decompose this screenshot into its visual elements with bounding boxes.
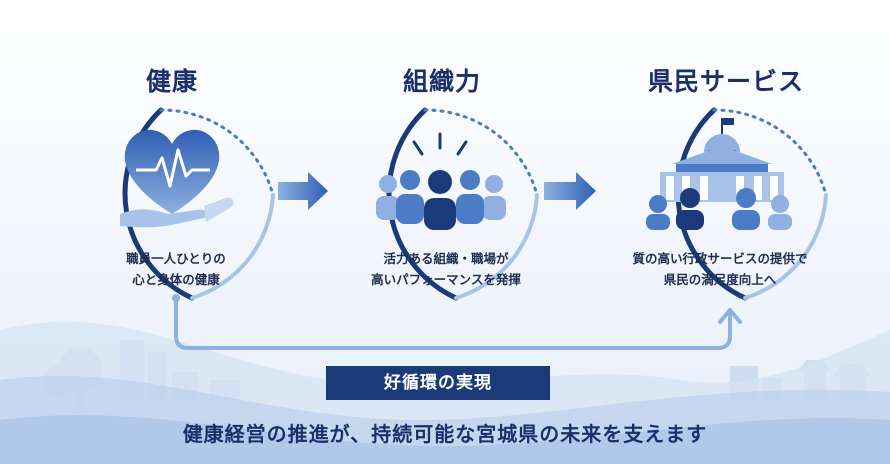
government-building-icon [646,118,792,230]
stage-caption-citizen-service: 質の高い行政サービスの提供で 県民の満足度向上へ [620,248,820,290]
caption-line: 県民の満足度向上へ [663,272,777,287]
arrow-right-icon [278,172,328,210]
caption-line: 活力ある組織・職場が [383,251,509,266]
cycle-loop-arrow [174,298,742,350]
wave-foreground [0,415,890,464]
bottom-message: 健康経営の推進が、持続可能な宮城県の未来を支えます [182,422,708,446]
stage-caption-health: 職員一人ひとりの 心と身体の健康 [76,248,276,290]
loop-start-dot [172,294,180,302]
team-icon [376,132,506,230]
caption-line: 職員一人ひとりの [126,251,226,266]
caption-line: 質の高い行政サービスの提供で [632,251,808,266]
arrow-right-icon [544,172,596,210]
stage-title-citizen-service: 県民サービス [647,67,804,96]
stage-caption-organization: 活力ある組織・職場が 高いパフォーマンスを発揮 [346,248,546,290]
heart-hand-icon [120,129,234,228]
stage-title-health: 健康 [145,67,198,96]
caption-line: 心と身体の健康 [132,272,220,287]
caption-line: 高いパフォーマンスを発揮 [371,272,521,287]
cycle-label-banner: 好循環の実現 [326,366,550,400]
stage-title-organization: 組織力 [402,67,481,96]
